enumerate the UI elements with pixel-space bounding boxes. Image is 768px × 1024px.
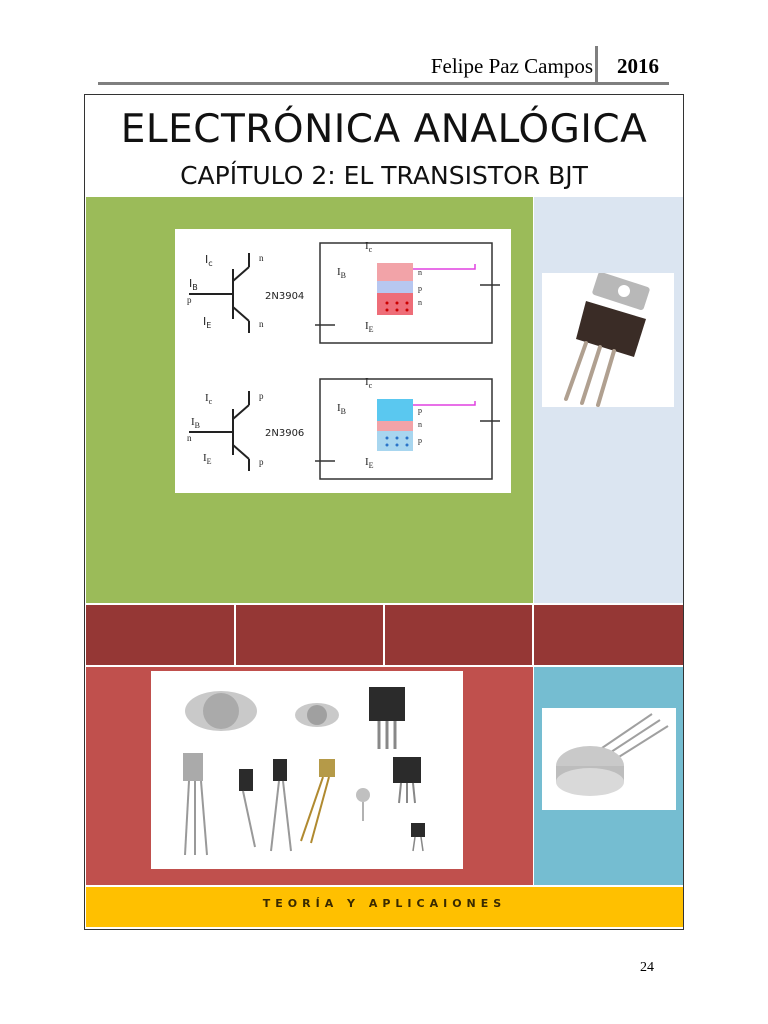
to5-transistor-image bbox=[542, 708, 676, 810]
svg-text:IB: IB bbox=[189, 277, 198, 292]
npn-part-label: 2N3904 bbox=[265, 291, 304, 302]
svg-text:p: p bbox=[259, 391, 264, 401]
svg-text:p: p bbox=[187, 295, 192, 305]
band-separator bbox=[383, 605, 385, 665]
svg-text:IE: IE bbox=[365, 456, 374, 470]
svg-text:Ic: Ic bbox=[365, 376, 373, 390]
header-divider bbox=[595, 46, 598, 84]
to220-transistor-image bbox=[542, 272, 674, 407]
svg-text:n: n bbox=[259, 253, 264, 263]
svg-text:IB: IB bbox=[191, 416, 200, 430]
svg-text:p: p bbox=[418, 436, 422, 445]
svg-text:n: n bbox=[259, 319, 264, 329]
bjt-diagram: Ic IB IE 2N3904 n n p Ic IB IE n p n bbox=[175, 229, 511, 493]
svg-text:p: p bbox=[418, 284, 422, 293]
page-header: Felipe Paz Campos 2016 bbox=[98, 46, 669, 85]
svg-text:n: n bbox=[418, 268, 422, 277]
header-rule bbox=[98, 82, 669, 85]
svg-text:IE: IE bbox=[365, 320, 374, 334]
cover-frame: ELECTRÓNICA ANALÓGICA CAPÍTULO 2: EL TRA… bbox=[84, 94, 684, 930]
assorted-transistors-image bbox=[151, 671, 463, 869]
footer-band-text: TEORÍA Y APLICAIONES bbox=[262, 897, 507, 910]
svg-text:n: n bbox=[187, 433, 192, 443]
band-separator bbox=[234, 605, 236, 665]
svg-text:Ic: Ic bbox=[205, 392, 213, 406]
svg-text:Ic: Ic bbox=[205, 253, 213, 268]
svg-text:n: n bbox=[418, 298, 422, 307]
pnp-part-label: 2N3906 bbox=[265, 428, 304, 439]
band-separator bbox=[532, 605, 534, 665]
svg-text:Ic: Ic bbox=[365, 240, 373, 254]
svg-text:n: n bbox=[418, 420, 422, 429]
svg-text:IE: IE bbox=[203, 315, 211, 330]
svg-text:p: p bbox=[259, 457, 264, 467]
footer-band: TEORÍA Y APLICAIONES bbox=[86, 887, 683, 927]
divider-band bbox=[86, 605, 683, 665]
cover-subtitle: CAPÍTULO 2: EL TRANSISTOR BJT bbox=[180, 161, 588, 190]
svg-text:p: p bbox=[418, 406, 422, 415]
svg-text:IB: IB bbox=[337, 266, 346, 280]
author-name: Felipe Paz Campos bbox=[430, 54, 593, 78]
cover-title: ELECTRÓNICA ANALÓGICA bbox=[120, 107, 648, 152]
svg-text:IE: IE bbox=[203, 452, 212, 466]
svg-text:IB: IB bbox=[337, 402, 346, 416]
year: 2016 bbox=[617, 54, 659, 78]
page-number: 24 bbox=[640, 960, 654, 975]
